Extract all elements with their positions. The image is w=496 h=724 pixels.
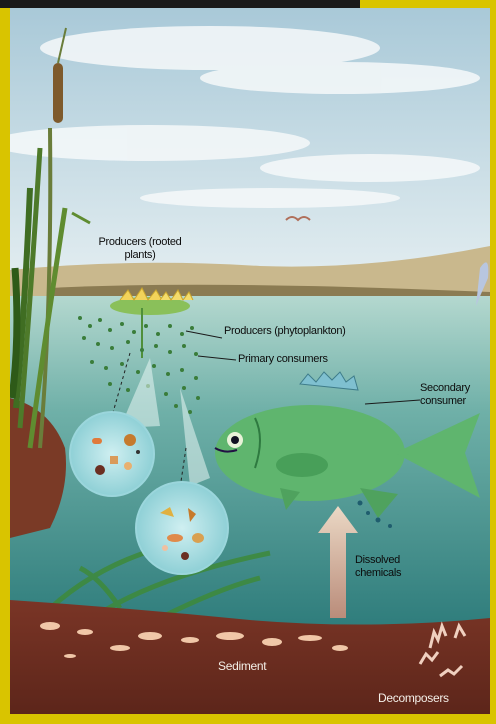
label-dissolved-chemicals-line1: Dissolved xyxy=(355,554,401,567)
label-secondary-consumer-line1: Secondary xyxy=(420,382,470,395)
label-producers-rooted-line1: Producers (rooted xyxy=(80,236,200,249)
label-dissolved-chemicals-line2: chemicals xyxy=(355,567,401,580)
label-producers-rooted: Producers (rooted plants) xyxy=(80,236,200,262)
pond-ecosystem-illustration xyxy=(10,8,490,724)
label-secondary-consumer: Secondary consumer xyxy=(420,382,470,408)
top-edge-bar xyxy=(0,0,360,8)
label-secondary-consumer-line2: consumer xyxy=(420,395,470,408)
label-producers-phytoplankton: Producers (phytoplankton) xyxy=(224,325,346,338)
magnified-zooplankton-circle xyxy=(136,482,228,574)
label-producers-rooted-line2: plants) xyxy=(80,249,200,262)
label-sediment: Sediment xyxy=(218,660,266,673)
label-dissolved-chemicals: Dissolved chemicals xyxy=(355,554,401,580)
label-primary-consumers: Primary consumers xyxy=(238,353,328,366)
magnified-phytoplankton-circle xyxy=(70,412,154,496)
label-decomposers: Decomposers xyxy=(378,692,449,705)
